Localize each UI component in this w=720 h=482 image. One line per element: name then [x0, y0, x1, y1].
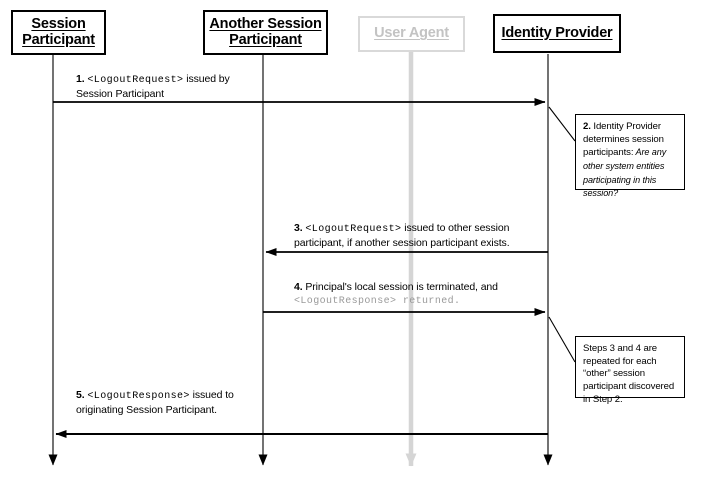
- message-step-number-3: 3.: [294, 222, 303, 234]
- message-text-5b: originating Session Participant.: [76, 403, 217, 416]
- message-text-3b: participant, if another session particip…: [294, 236, 510, 249]
- participant-label-session-participant: Session Participant: [22, 15, 95, 48]
- note-text-plain-2: Identity Provider determines session par…: [583, 121, 664, 159]
- message-mono-1: <LogoutRequest>: [87, 75, 184, 86]
- note-text-repeat: Steps 3 and 4 are repeated for each “oth…: [583, 343, 675, 405]
- participant-label-line2: Participant: [229, 31, 302, 48]
- message-text-4a: Principal's local session is terminated,…: [302, 281, 498, 293]
- message-label-3: 3. <LogoutRequest> issued to other sessi…: [294, 222, 564, 250]
- message-step-number-4: 4.: [294, 281, 303, 293]
- message-label-5: 5. <LogoutResponse> issued to originatin…: [76, 389, 356, 417]
- participant-label-identity-provider: Identity Provider: [501, 24, 613, 41]
- message-step-number-5: 5.: [76, 389, 85, 401]
- note-text-italic-2: Are any other system entities participat…: [583, 147, 667, 199]
- message-text-1b: Session Participant: [76, 87, 164, 100]
- participant-label-another-session-participant: Another Session Participant: [209, 15, 322, 48]
- message-step-number-1: 1.: [76, 73, 85, 85]
- note-connector-repeat: [548, 316, 576, 363]
- message-mono-4: <LogoutResponse> returned.: [294, 296, 461, 308]
- participant-label-line1: Another Session: [209, 15, 322, 32]
- participant-box-identity-provider[interactable]: Identity Provider: [493, 14, 621, 53]
- participant-box-session-participant[interactable]: Session Participant: [11, 10, 106, 55]
- note-step-number-2: 2.: [583, 121, 591, 132]
- participant-label-line1: Session: [31, 15, 86, 32]
- message-mono-5: <LogoutResponse>: [87, 391, 190, 402]
- message-label-4: 4. Principal's local session is terminat…: [294, 281, 564, 309]
- message-text-5a: issued to: [189, 389, 234, 401]
- participant-label-line2: Participant: [22, 31, 95, 48]
- note-box-repeat: Steps 3 and 4 are repeated for each “oth…: [575, 336, 685, 405]
- note-connector-step-2: [548, 106, 576, 142]
- message-text-1a: issued by: [183, 73, 230, 85]
- participant-box-user-agent[interactable]: User Agent: [358, 16, 465, 52]
- message-label-1: 1. <LogoutRequest> issued by Session Par…: [76, 73, 406, 101]
- participant-label-user-agent: User Agent: [374, 25, 449, 42]
- message-mono-3: <LogoutRequest>: [305, 224, 402, 235]
- participant-box-another-session-participant[interactable]: Another Session Participant: [203, 10, 328, 55]
- message-text-3a: issued to other session: [401, 222, 510, 234]
- note-box-step-2: 2. Identity Provider determines session …: [575, 114, 685, 198]
